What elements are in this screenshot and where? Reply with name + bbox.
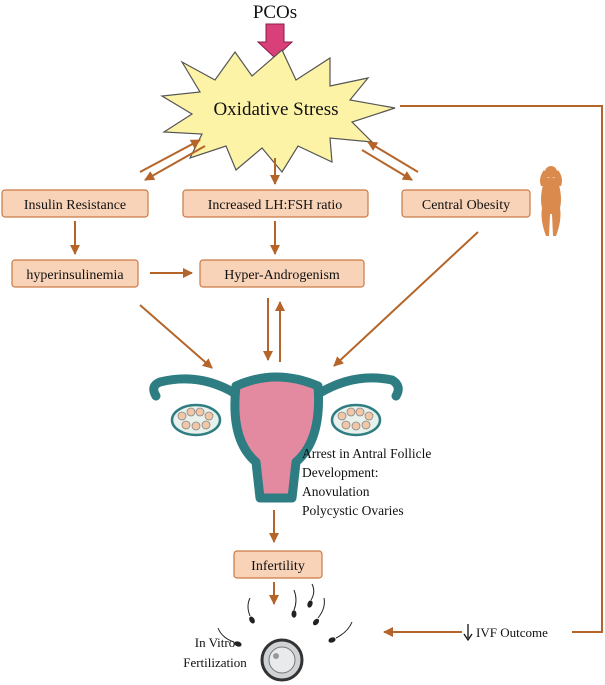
lh-fsh-box — [182, 189, 369, 218]
insulin-resistance-label: Insulin Resistance — [24, 198, 126, 213]
sperm-egg-illustration — [217, 583, 353, 682]
hyperinsulinemia-label: hyperinsulinemia — [26, 268, 124, 283]
lh-fsh-label: Increased LH:FSH ratio — [208, 198, 343, 213]
pcos-label: PCOs — [253, 2, 297, 23]
arrow-obesity-to-stress — [367, 141, 419, 173]
note-anovulation: Anovulation — [302, 484, 370, 499]
note-development: Development: — [302, 465, 378, 480]
hyper-androgenism-box — [199, 259, 365, 288]
note-polycystic: Polycystic Ovaries — [302, 503, 404, 518]
ivf-label-line2: Fertilization — [183, 655, 247, 670]
pink-down-arrow — [256, 23, 294, 59]
ivf-outcome-label: IVF Outcome — [476, 625, 548, 640]
sperm-icons — [217, 583, 353, 647]
hyper-androgenism-label: Hyper-Androgenism — [224, 268, 340, 283]
central-obesity-box — [401, 189, 531, 218]
infertility-label: Infertility — [251, 559, 305, 574]
left-ovary — [170, 403, 222, 437]
insulin-resistance-box — [1, 189, 149, 218]
arrow-stress-to-obesity — [361, 149, 413, 181]
infertility-box — [233, 550, 323, 579]
arrow-stress-to-ivf-line — [400, 105, 603, 633]
arrow-insulin-to-stress — [139, 139, 201, 173]
right-ovary — [330, 403, 382, 437]
down-arrow-icon — [463, 624, 473, 642]
central-obesity-label: Central Obesity — [422, 198, 510, 213]
ivf-label-line1: In Vitro — [195, 635, 236, 650]
uterus-illustration — [149, 372, 403, 503]
hyperinsulinemia-box — [11, 259, 139, 288]
arrow-obesity-to-uterus — [333, 231, 479, 367]
oxidative-stress-label: Oxidative Stress — [213, 99, 338, 120]
note-arrest: Arrest in Antral Follicle — [302, 446, 431, 461]
body-silhouette-icon — [540, 166, 562, 236]
oxidative-stress-starburst — [160, 49, 396, 174]
arrow-hyperinsulinemia-to-uterus — [139, 304, 213, 369]
arrow-stress-to-insulin — [144, 145, 206, 181]
